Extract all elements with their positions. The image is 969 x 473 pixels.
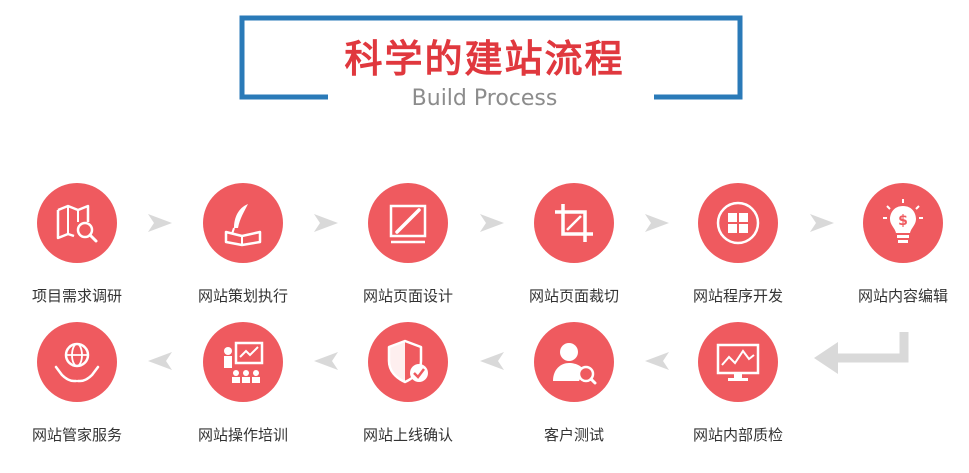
arrow-left-icon bbox=[480, 352, 504, 370]
step-label: 网站内容编辑 bbox=[857, 287, 948, 305]
step-site-steward: 网站管家服务 bbox=[0, 322, 157, 445]
globe-hands-icon bbox=[54, 342, 100, 383]
step-circle bbox=[368, 322, 448, 402]
arrow-left-icon bbox=[148, 352, 172, 370]
windows-logo-icon bbox=[716, 201, 760, 245]
step-content-editing: $ 网站内容编辑 bbox=[823, 183, 969, 306]
step-operation-training: 网站操作培训 bbox=[163, 322, 323, 445]
step-project-research: 项目需求调研 bbox=[0, 183, 157, 306]
svg-text:$: $ bbox=[898, 213, 908, 229]
lightbulb-dollar-icon: $ bbox=[883, 199, 923, 243]
step-page-slicing: 网站页面裁切 bbox=[494, 183, 654, 306]
quill-book-icon bbox=[224, 204, 262, 247]
arrow-right-icon bbox=[810, 214, 834, 232]
arrow-left-icon bbox=[645, 352, 669, 370]
step-circle bbox=[698, 183, 778, 263]
step-circle bbox=[203, 322, 283, 402]
step-client-testing: 客户测试 bbox=[494, 322, 654, 445]
step-planning: 网站策划执行 bbox=[163, 183, 323, 306]
arrow-right-icon bbox=[148, 214, 172, 232]
step-circle bbox=[534, 322, 614, 402]
step-label: 网站页面设计 bbox=[362, 287, 453, 305]
page-title: 科学的建站流程 bbox=[344, 37, 625, 81]
monitor-chart-icon bbox=[716, 343, 760, 381]
design-pen-icon bbox=[389, 204, 427, 244]
step-label: 网站内部质检 bbox=[692, 426, 783, 444]
crop-icon bbox=[555, 204, 593, 242]
step-label: 网站程序开发 bbox=[692, 287, 783, 305]
arrow-right-icon bbox=[314, 214, 338, 232]
page-subtitle: Build Process bbox=[411, 86, 558, 111]
step-page-design: 网站页面设计 bbox=[328, 183, 488, 306]
step-development: 网站程序开发 bbox=[658, 183, 818, 306]
step-circle bbox=[37, 183, 117, 263]
map-search-icon bbox=[56, 204, 98, 243]
arrow-right-icon bbox=[480, 214, 504, 232]
step-circle bbox=[37, 322, 117, 402]
header: 科学的建站流程 Build Process bbox=[0, 0, 969, 130]
step-label: 网站页面裁切 bbox=[528, 287, 619, 305]
step-circle bbox=[203, 183, 283, 263]
step-circle bbox=[698, 322, 778, 402]
step-label: 客户测试 bbox=[543, 426, 604, 444]
title-frame bbox=[239, 15, 743, 100]
step-label: 网站管家服务 bbox=[31, 426, 122, 444]
step-internal-qa: 网站内部质检 bbox=[658, 322, 818, 445]
step-circle: $ bbox=[863, 183, 943, 263]
training-board-icon bbox=[224, 341, 264, 383]
step-label: 项目需求调研 bbox=[31, 287, 122, 305]
arrow-right-icon bbox=[645, 214, 669, 232]
arrow-left-icon bbox=[314, 352, 338, 370]
step-label: 网站上线确认 bbox=[362, 426, 453, 444]
user-search-icon bbox=[553, 343, 597, 385]
step-label: 网站策划执行 bbox=[197, 287, 288, 305]
step-launch-confirm: 网站上线确认 bbox=[328, 322, 488, 445]
shield-check-icon bbox=[387, 339, 428, 384]
step-circle bbox=[368, 183, 448, 263]
step-label: 网站操作培训 bbox=[197, 426, 288, 444]
step-circle bbox=[534, 183, 614, 263]
return-arrow-icon bbox=[814, 332, 909, 374]
